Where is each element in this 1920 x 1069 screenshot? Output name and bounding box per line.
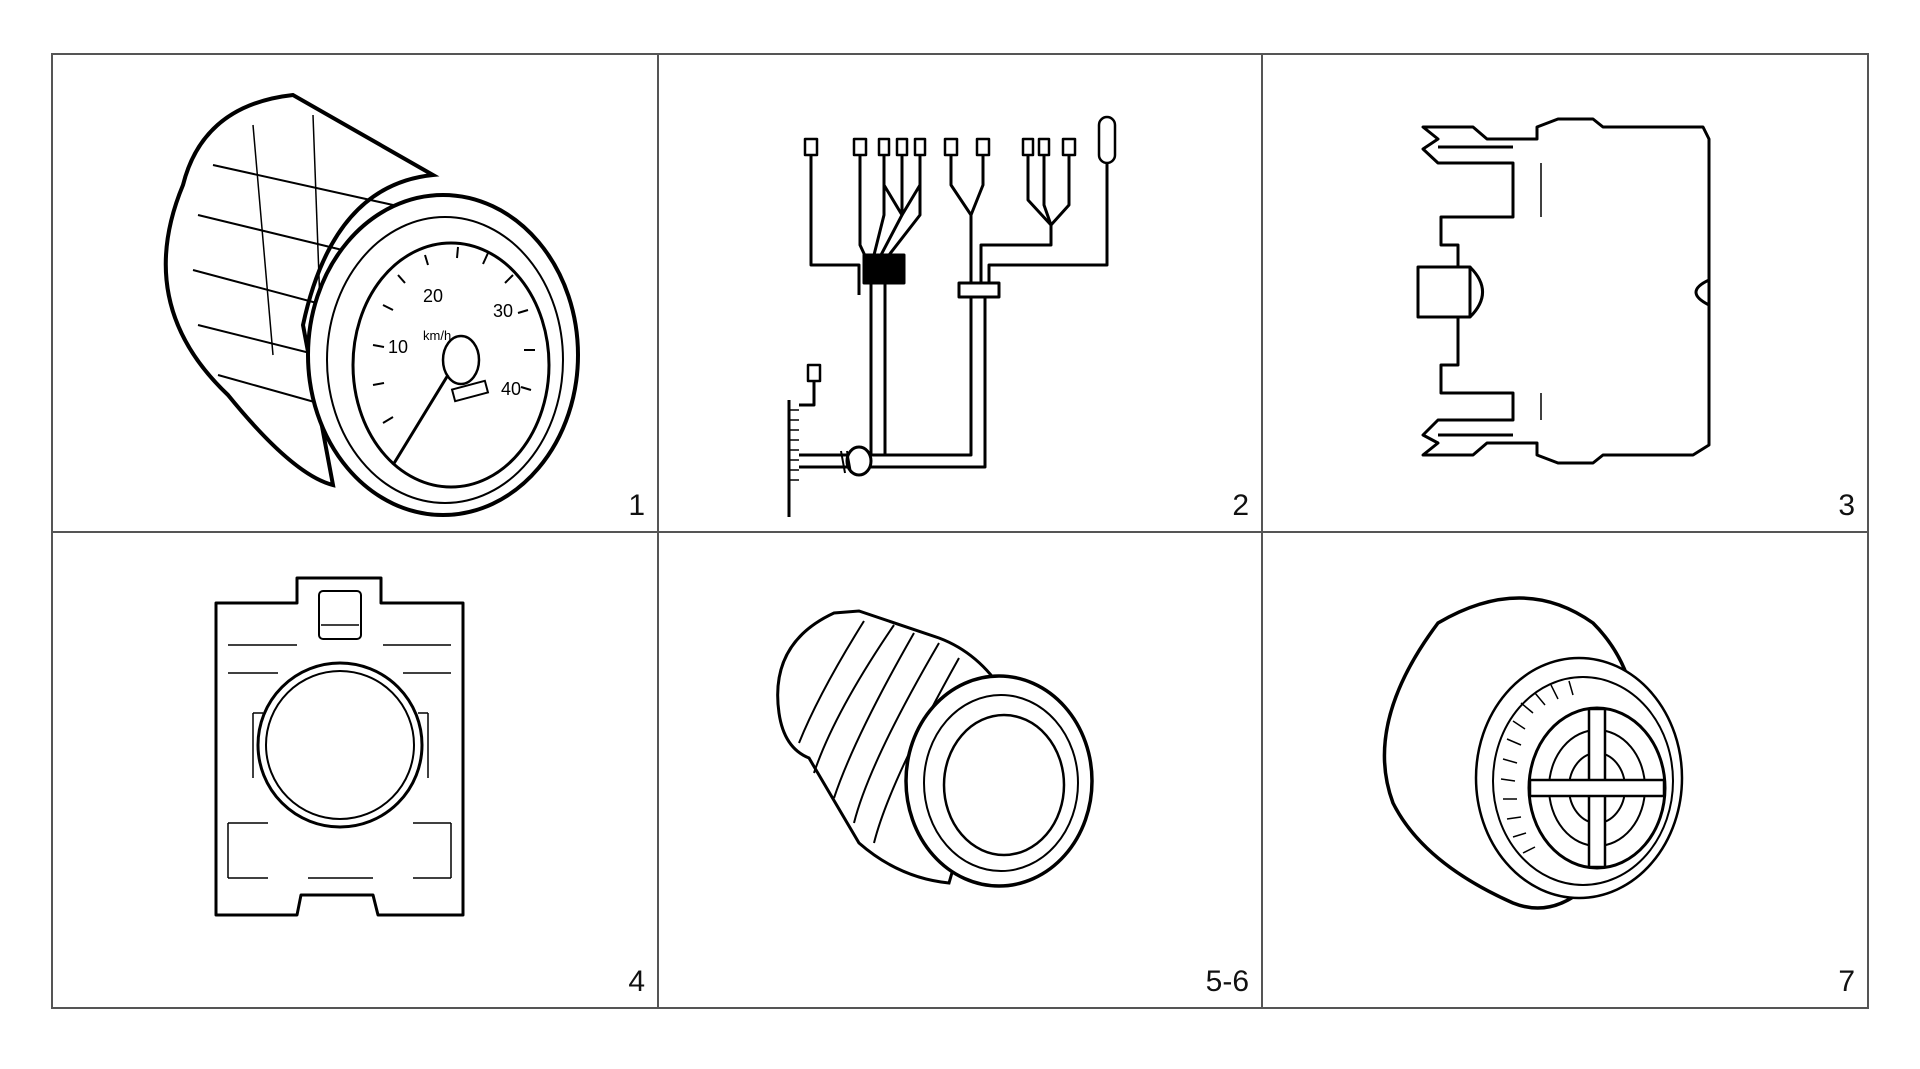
part-cell-7: 7	[1263, 533, 1867, 1007]
dial-number-40: 40	[501, 379, 521, 399]
dial-number-30: 30	[493, 301, 513, 321]
part-number-5-6: 5-6	[1205, 965, 1249, 998]
part-cell-3: 3	[1263, 55, 1867, 533]
indicator-lamp-drawing	[776, 609, 1094, 888]
part-cell-4: 4	[53, 533, 659, 1007]
part-number-2: 2	[1232, 489, 1249, 522]
wiring-harness-drawing	[787, 115, 1117, 517]
dial-number-10: 10	[388, 337, 408, 357]
dial-unit-text: km/h	[423, 328, 451, 343]
part-cell-1: 10 20 30 40 km/h 1	[53, 55, 659, 533]
part-number-3: 3	[1838, 489, 1855, 522]
gauge-dial-labels: 10 20 30 40 km/h	[388, 286, 521, 399]
part-cell-2: 2	[659, 55, 1263, 533]
part-cell-5-6: 5-6	[659, 533, 1263, 1007]
gauge-drawing	[163, 92, 580, 517]
part-number-4: 4	[628, 965, 645, 998]
contact-block-drawing	[1416, 117, 1711, 465]
dial-number-20: 20	[423, 286, 443, 306]
part-number-7: 7	[1838, 965, 1855, 998]
parts-figure-grid: 10 20 30 40 km/h 1	[51, 53, 1869, 1009]
part-number-1: 1	[628, 489, 645, 522]
buzzer-drawing	[1382, 596, 1684, 910]
mounting-adapter-drawing	[214, 576, 465, 917]
